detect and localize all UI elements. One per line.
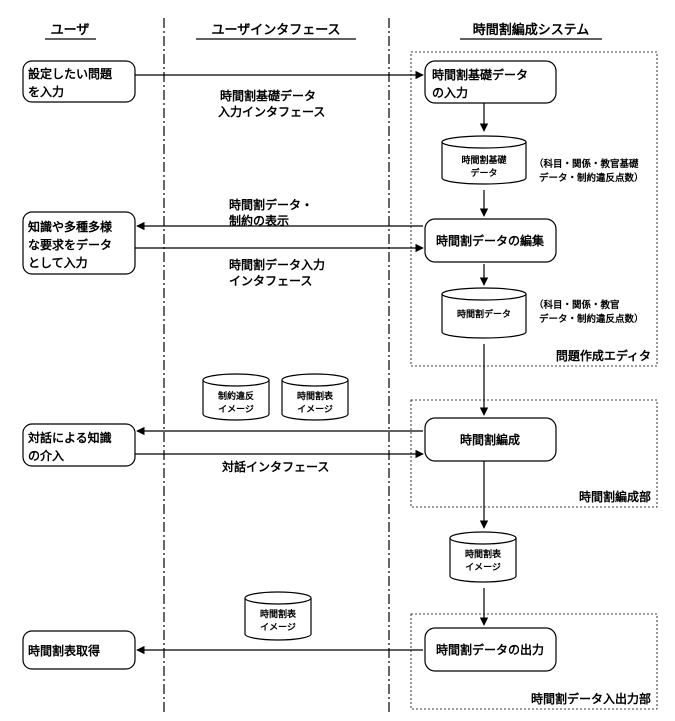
datastore-constraint-image-line2: イメージ [218, 404, 254, 415]
datastore-basic-data-line2: データ [470, 167, 497, 179]
user-box-get-timetable: 時間割表取得 [22, 630, 136, 670]
note-timetable-data-line1: （科目・関係・教官 [534, 299, 620, 311]
system-box-basic-data-input-line1: 時間割基礎データ [432, 67, 528, 82]
if-display-line1: 時間割データ・ [229, 197, 313, 212]
user-box-knowledge-input-line2: な要求をデータ [28, 237, 112, 252]
lane-header-system: 時間割編成システム [473, 22, 590, 38]
system-box-compose: 時間割編成 [424, 417, 557, 462]
user-box-input-problem: 設定したい問題 を入力 [22, 60, 136, 103]
user-box-dialog-intervention: 対話による知識 の介入 [22, 423, 136, 467]
datastore-constraint-image-line1: 制約違反 [218, 390, 254, 402]
system-box-edit-data: 時間割データの編集 [424, 218, 557, 263]
datastore-basic-data: 時間割基礎 データ [441, 135, 527, 185]
datastore-timetable-image-sys: 時間割表 イメージ [449, 531, 517, 583]
datastore-constraint-image: 制約違反 イメージ [202, 373, 270, 421]
system-box-output-data-label: 時間割データの出力 [436, 642, 544, 657]
if-display-line2: 制約の表示 [229, 213, 289, 228]
if-basic-data-line2: 入力インタフェース [218, 104, 325, 119]
datastore-basic-data-line1: 時間割基礎 [461, 154, 507, 166]
datastore-timetable-image-sys-line1: 時間割表 [465, 548, 502, 560]
group-io-label: 時間割データ入出力部 [531, 691, 651, 706]
lane-header-interface: ユーザインタフェース [211, 23, 340, 38]
system-box-compose-label: 時間割編成 [460, 432, 520, 447]
lane-header-user: ユーザ [51, 23, 90, 38]
system-box-basic-data-input: 時間割基礎データ の入力 [424, 60, 557, 104]
user-box-dialog-intervention-line1: 対話による知識 [27, 430, 112, 445]
if-basic-data-line1: 時間割基礎データ [220, 88, 316, 103]
datastore-timetable-image-out: 時間割表 イメージ [244, 591, 312, 641]
datastore-timetable-image-ui-line2: イメージ [297, 404, 333, 415]
group-composer-label: 時間割編成部 [579, 489, 651, 504]
if-data-input-line1: 時間割データ入力 [229, 257, 325, 272]
user-box-input-problem-line1: 設定したい問題 [28, 66, 113, 81]
system-box-output-data: 時間割データの出力 [424, 627, 557, 672]
datastore-timetable-image-ui-line1: 時間割表 [297, 390, 334, 402]
user-box-input-problem-line2: を入力 [28, 84, 64, 99]
if-data-input-line2: インタフェース [229, 274, 312, 288]
if-dialog-label: 対話インタフェース [221, 459, 329, 474]
user-box-knowledge-input-line1: 知識や多種多様 [27, 219, 113, 234]
group-editor-label: 問題作成エディタ [556, 348, 651, 363]
datastore-timetable-image-out-line2: イメージ [260, 622, 296, 633]
user-box-knowledge-input: 知識や多種多様 な要求をデータ として入力 [22, 211, 136, 275]
datastore-timetable-image-out-line1: 時間割表 [260, 608, 297, 620]
group-io-frame [410, 613, 658, 710]
user-box-dialog-intervention-line2: の介入 [28, 448, 64, 463]
datastore-timetable-image-ui: 時間割表 イメージ [281, 373, 349, 421]
user-box-knowledge-input-line3: として入力 [28, 255, 88, 270]
system-box-basic-data-input-line2: の入力 [432, 85, 468, 100]
note-basic-data-line1: （科目・関係・教官基礎 [534, 158, 639, 170]
note-basic-data-line2: データ・制約違反点数） [539, 172, 644, 184]
datastore-timetable-data-label: 時間割データ [457, 308, 511, 320]
system-box-edit-data-label: 時間割データの編集 [436, 233, 545, 248]
user-box-get-timetable-label: 時間割表取得 [28, 643, 100, 658]
datastore-timetable-data: 時間割データ [441, 287, 527, 339]
datastore-timetable-image-sys-line2: イメージ [465, 562, 501, 573]
note-timetable-data-line2: データ・制約違反点数） [539, 313, 644, 325]
